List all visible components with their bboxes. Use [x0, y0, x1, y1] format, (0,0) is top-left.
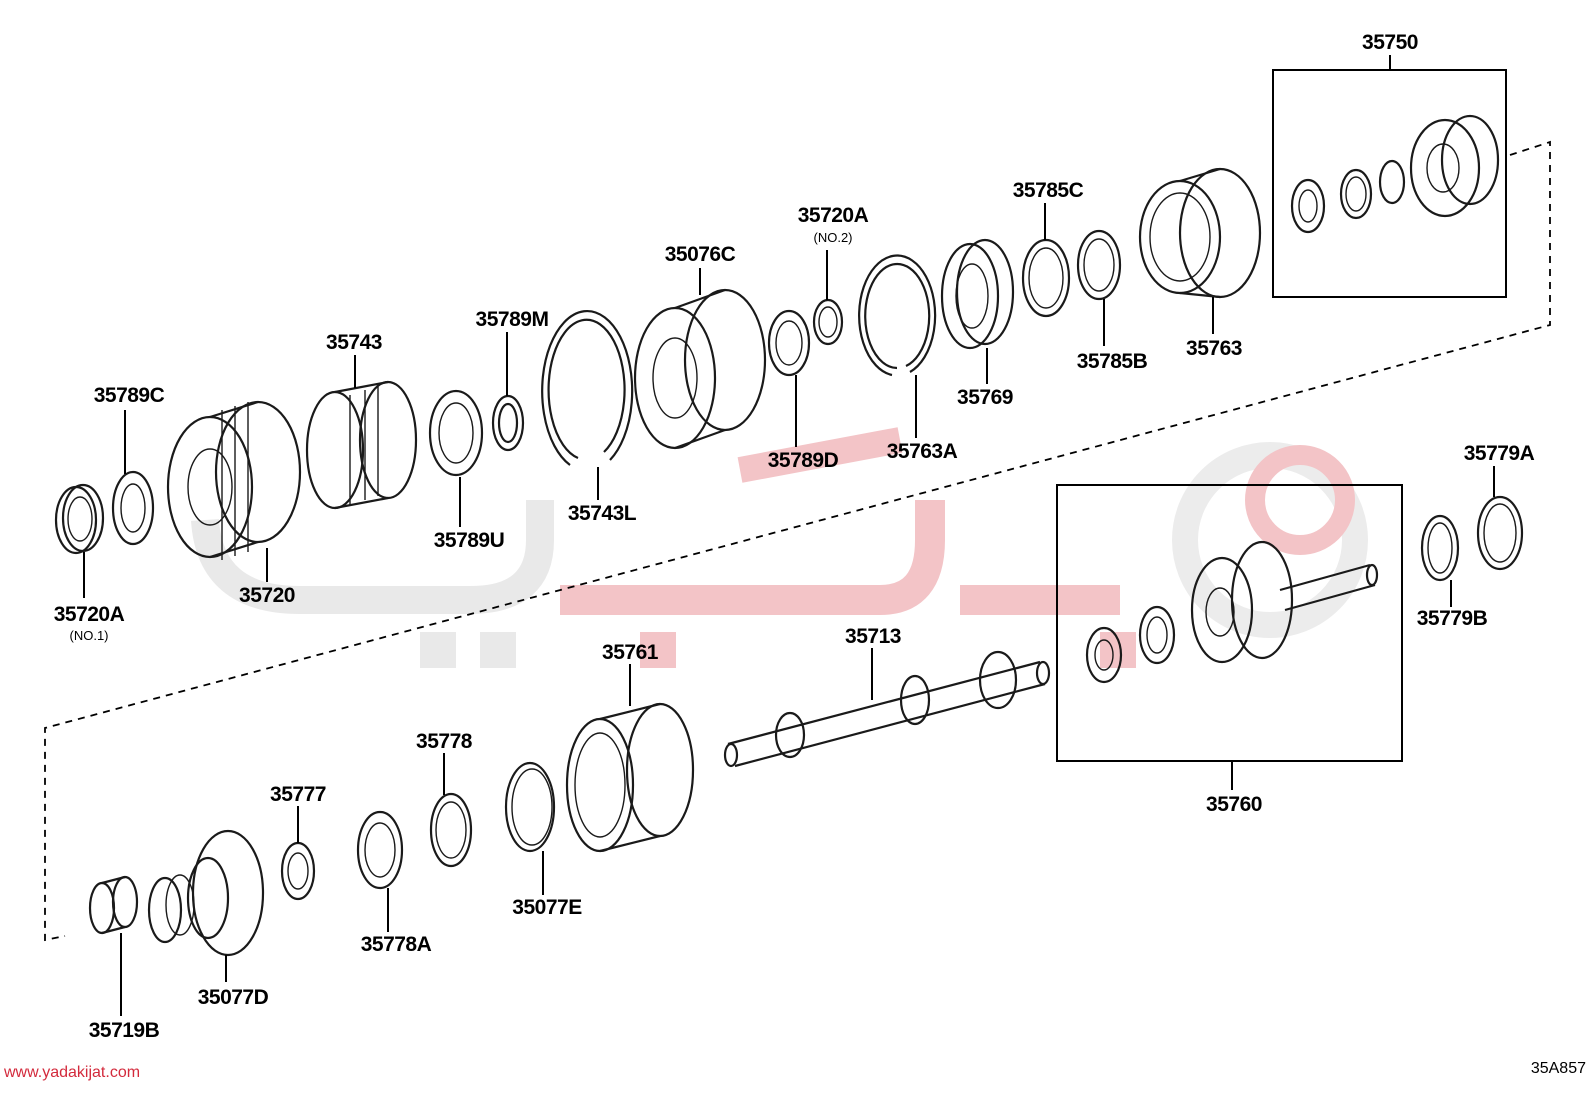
label-35743[interactable]: 35743 — [326, 331, 382, 354]
watermark-logo — [191, 427, 1368, 668]
dashed-assembly-lines — [44, 140, 1551, 942]
assembly-35760-parts — [1085, 540, 1379, 684]
label-35789C[interactable]: 35789C — [94, 384, 165, 407]
race-35779A — [1476, 495, 1524, 571]
website-watermark: www.yadakijat.com — [4, 1064, 141, 1081]
label-35778A[interactable]: 35778A — [361, 933, 432, 956]
bearing-35778A — [356, 810, 404, 890]
ring-35077E — [504, 761, 556, 853]
leader-lines — [83, 55, 1495, 1016]
label-35778[interactable]: 35778 — [416, 730, 473, 753]
label-35789D[interactable]: 35789D — [768, 449, 839, 472]
label-35719B[interactable]: 35719B — [89, 1019, 160, 1042]
label-35785B[interactable]: 35785B — [1077, 350, 1148, 373]
label-35761[interactable]: 35761 — [602, 641, 659, 664]
label-35077E[interactable]: 35077E — [512, 896, 582, 919]
washer-35789C — [111, 470, 155, 546]
label-35743L[interactable]: 35743L — [568, 502, 637, 525]
bearing-35789M — [491, 394, 525, 452]
label-35077D[interactable]: 35077D — [198, 986, 269, 1009]
label-35789M[interactable]: 35789M — [476, 308, 549, 331]
part-labels: 35750 35785C 35720A (NO.2) 35076C 35789M… — [54, 31, 1535, 1042]
seal-35777 — [280, 841, 316, 901]
snap-ring-35763A — [858, 254, 937, 377]
shaft-35713 — [723, 650, 1051, 768]
assembly-box-35750 — [1272, 69, 1507, 298]
ring-gear-35763 — [1138, 167, 1262, 299]
label-35763[interactable]: 35763 — [1186, 337, 1242, 360]
race-35778 — [429, 792, 473, 868]
plate-35785C — [1021, 238, 1071, 318]
washer-35789D — [767, 309, 811, 377]
label-35720A-no2-sub: (NO.2) — [814, 230, 853, 245]
label-35720A-no1-sub: (NO.1) — [70, 628, 109, 643]
bearing-35720A-no2 — [812, 298, 844, 346]
seal-35720A-no1 — [54, 483, 105, 555]
hub-35769 — [940, 238, 1015, 350]
race-35779B — [1420, 514, 1460, 582]
washer-35789U — [428, 389, 484, 477]
label-35076C[interactable]: 35076C — [665, 243, 736, 266]
label-35763A[interactable]: 35763A — [887, 440, 958, 463]
label-35785C[interactable]: 35785C — [1013, 179, 1084, 202]
diagram-code: 35A857 — [1530, 1060, 1586, 1077]
ring-gear-35761 — [565, 702, 695, 853]
label-35720A-no2[interactable]: 35720A — [798, 204, 869, 227]
plate-35785B — [1076, 229, 1122, 301]
label-35720[interactable]: 35720 — [239, 584, 295, 607]
label-35750[interactable]: 35750 — [1362, 31, 1418, 54]
bushing-35719B — [88, 875, 139, 935]
label-35789U[interactable]: 35789U — [434, 529, 505, 552]
label-35713[interactable]: 35713 — [845, 625, 901, 648]
label-35769[interactable]: 35769 — [957, 386, 1013, 409]
assembly-35750-parts — [1290, 114, 1500, 234]
label-35779B[interactable]: 35779B — [1417, 607, 1488, 630]
clutch-drum-35743 — [305, 380, 418, 510]
label-35720A-no1[interactable]: 35720A — [54, 603, 125, 626]
label-35777[interactable]: 35777 — [270, 783, 326, 806]
assembly-box-35760 — [1056, 484, 1403, 762]
brake-drum-35076C — [633, 288, 767, 450]
snap-ring-35743L — [541, 309, 634, 466]
sun-gear-35077D — [147, 829, 265, 957]
label-35760[interactable]: 35760 — [1206, 793, 1262, 816]
label-35779A[interactable]: 35779A — [1464, 442, 1535, 465]
planetary-carrier-35720 — [166, 400, 302, 560]
